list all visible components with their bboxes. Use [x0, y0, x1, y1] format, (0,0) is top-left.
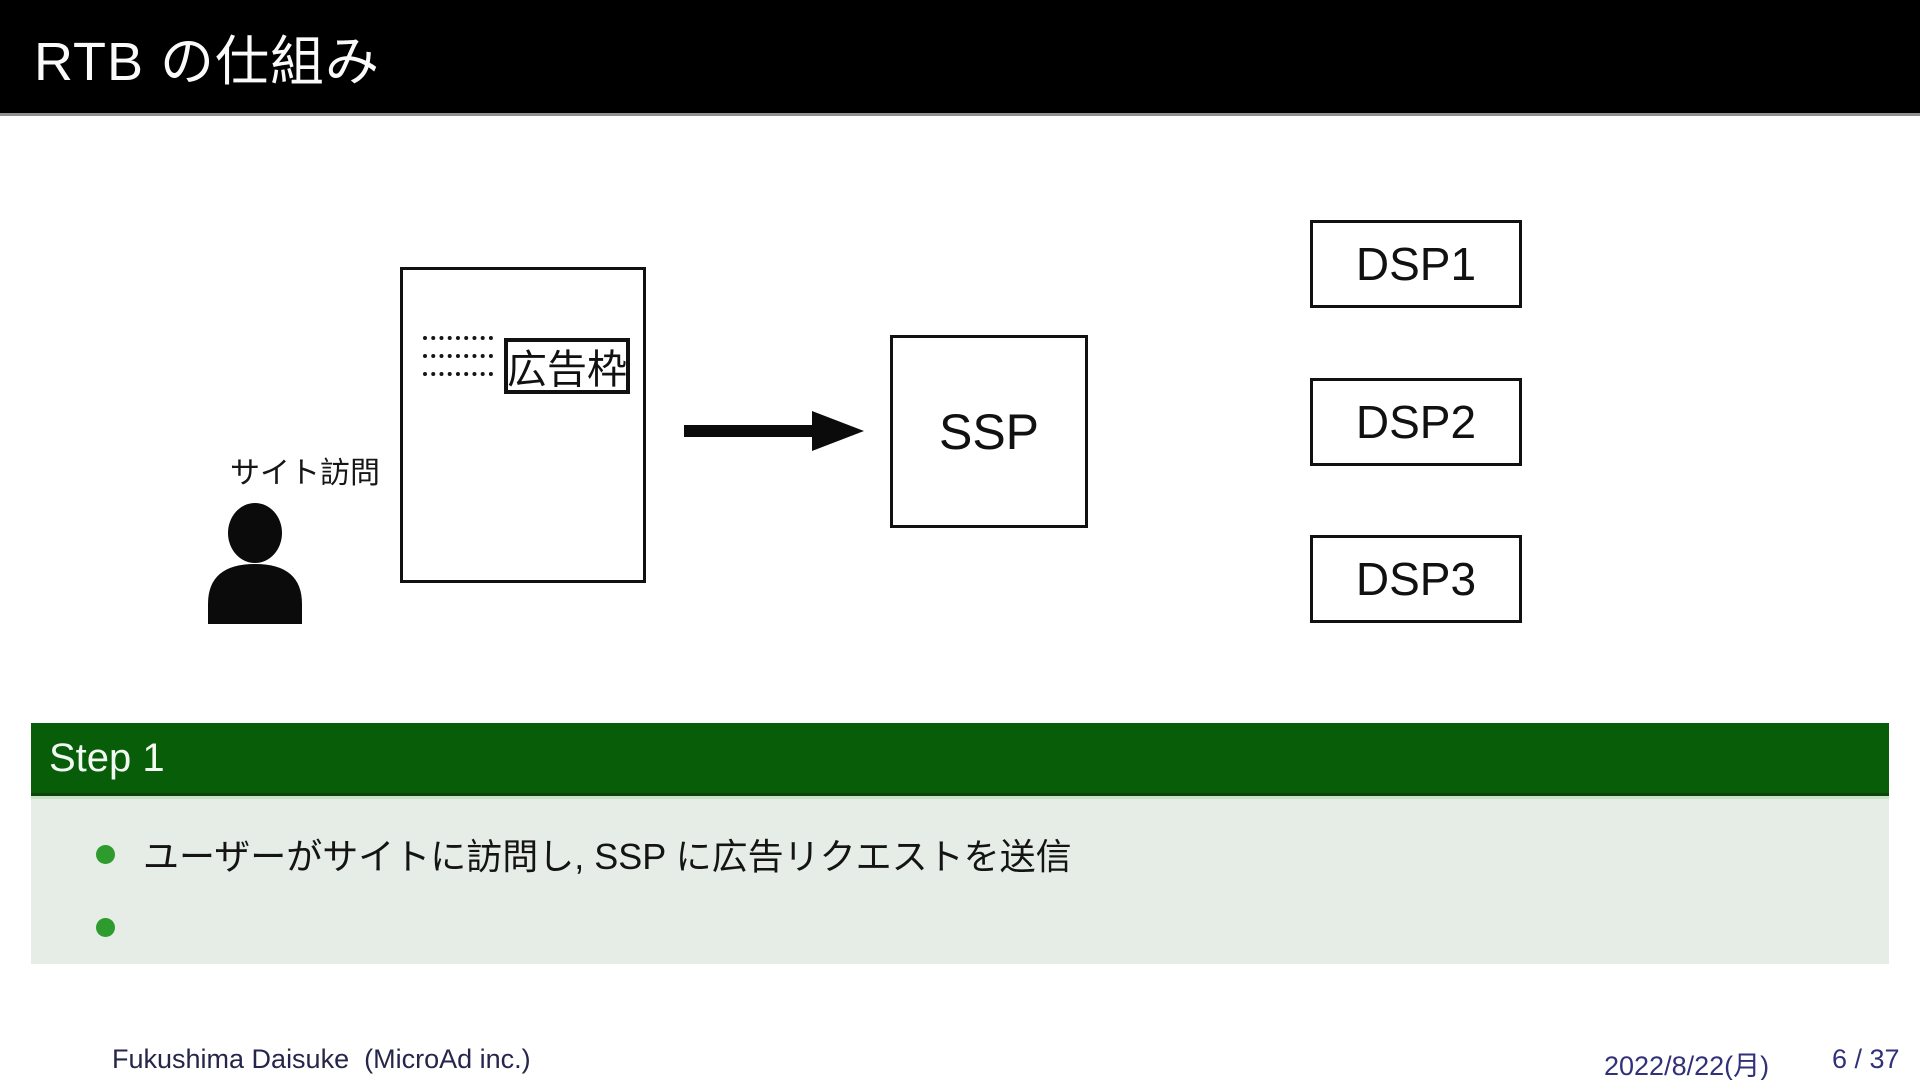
- bullet-item: ユーザーがサイトに訪問し, SSP に広告リクエストを送信: [96, 834, 1072, 877]
- dsp3-box: DSP3: [1310, 535, 1522, 623]
- bullet-text: ユーザーがサイトに訪問し, SSP に広告リクエストを送信: [143, 836, 1072, 877]
- ad-slot-box: 広告枠: [504, 338, 630, 394]
- user-person-icon: [208, 503, 302, 624]
- bullet-icon: [96, 917, 115, 937]
- dsp3-label: DSP3: [1355, 553, 1477, 605]
- slide-title: RTB の仕組み: [34, 32, 381, 92]
- ssp-label: SSP: [938, 403, 1040, 460]
- step-callout-block: Step 1 ユーザーがサイトに訪問し, SSP に広告リクエストを送信: [31, 723, 1889, 964]
- bullet-icon: [96, 844, 115, 864]
- step-title: Step 1: [49, 735, 165, 780]
- ssp-box: SSP: [890, 335, 1088, 528]
- ad-request-arrow-icon: [684, 411, 864, 451]
- rtb-flow-diagram: サイト訪問 広告枠 SSP DSP1 DSP2 DSP3: [0, 116, 1920, 716]
- bullet-item: [96, 907, 143, 947]
- placeholder-text-dots: [423, 372, 493, 376]
- ad-slot-label: 広告枠: [507, 348, 627, 392]
- placeholder-text-dots: [423, 336, 493, 340]
- footer-page-number: 6 / 37: [1832, 1044, 1900, 1074]
- webpage-box: 広告枠: [400, 267, 646, 583]
- placeholder-text-dots: [423, 354, 493, 358]
- site-visit-label: サイト訪問: [230, 457, 380, 490]
- footer-date: 2022/8/22(月): [1604, 1051, 1770, 1080]
- footer-author: Fukushima Daisuke (MicroAd inc.): [112, 1044, 531, 1074]
- step-body: ユーザーがサイトに訪問し, SSP に広告リクエストを送信: [31, 796, 1889, 964]
- dsp1-label: DSP1: [1355, 238, 1477, 290]
- dsp2-box: DSP2: [1310, 378, 1522, 466]
- step-header: Step 1: [31, 723, 1889, 796]
- slide-title-bar: RTB の仕組み: [0, 0, 1920, 116]
- dsp1-box: DSP1: [1310, 220, 1522, 308]
- slide-footer: Fukushima Daisuke (MicroAd inc.) 2022/8/…: [0, 1038, 1920, 1080]
- dsp2-label: DSP2: [1355, 396, 1477, 448]
